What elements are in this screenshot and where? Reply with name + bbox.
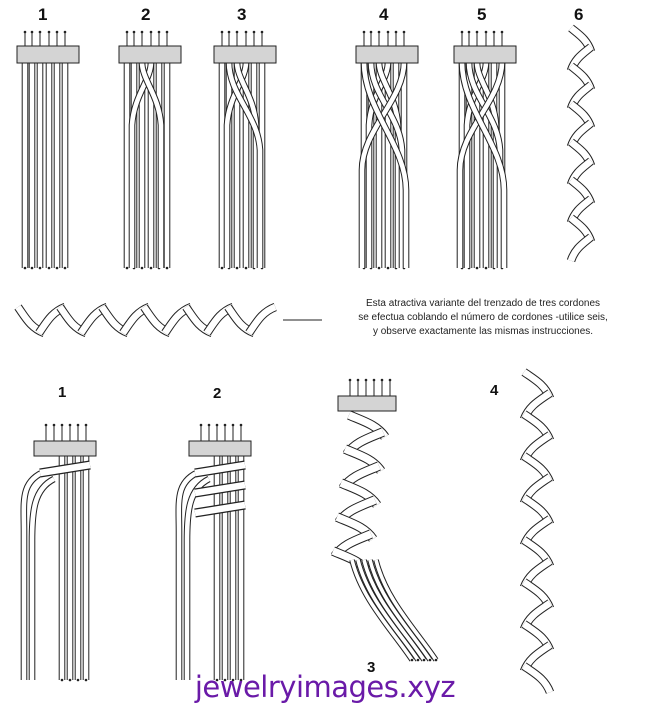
bottom-step-4-number: 4	[490, 382, 499, 399]
braid-caption: Esta atractiva variante del trenzado de …	[318, 297, 648, 339]
clamp-bar	[453, 45, 517, 64]
top-step-2-number: 2	[141, 5, 151, 24]
clamp-bar	[213, 45, 277, 64]
top-step-5-number: 5	[477, 5, 487, 24]
top-step-1-number: 1	[38, 5, 48, 24]
clamp-bar	[16, 45, 80, 64]
clamp-bar	[188, 440, 252, 457]
horizontal-braid-sample	[14, 302, 322, 338]
top-step-3-number: 3	[237, 5, 247, 24]
top-panel-6-braid	[566, 24, 596, 263]
clamp-bar	[337, 395, 397, 412]
bottom-step-2-number: 2	[213, 385, 222, 402]
caption-line-3: y observe exactamente las mismas instruc…	[372, 326, 594, 337]
bottom-panel-1	[20, 423, 97, 682]
bottom-step-1-number: 1	[58, 384, 67, 401]
top-panel-5	[453, 30, 517, 270]
bottom-panel-3	[331, 378, 439, 662]
top-step-4-number: 4	[379, 5, 389, 24]
clamp-bar	[118, 45, 182, 64]
top-panel-2	[118, 30, 182, 270]
caption-line-1: Esta atractiva variante del trenzado de …	[365, 298, 601, 309]
top-step-6-number: 6	[574, 5, 584, 24]
caption-line-2: se efectua coblando el número de cordone…	[358, 312, 608, 323]
clamp-bar	[33, 440, 97, 457]
top-panel-3	[213, 30, 277, 270]
bottom-step-3-number: 3	[367, 659, 376, 676]
top-panel-1	[16, 30, 80, 270]
bottom-panel-4-braid	[519, 368, 555, 695]
bottom-panel-2	[175, 423, 252, 682]
watermark-text: jewelryimages.xyz	[194, 670, 456, 704]
clamp-bar	[355, 45, 419, 64]
top-panel-4	[355, 30, 419, 270]
